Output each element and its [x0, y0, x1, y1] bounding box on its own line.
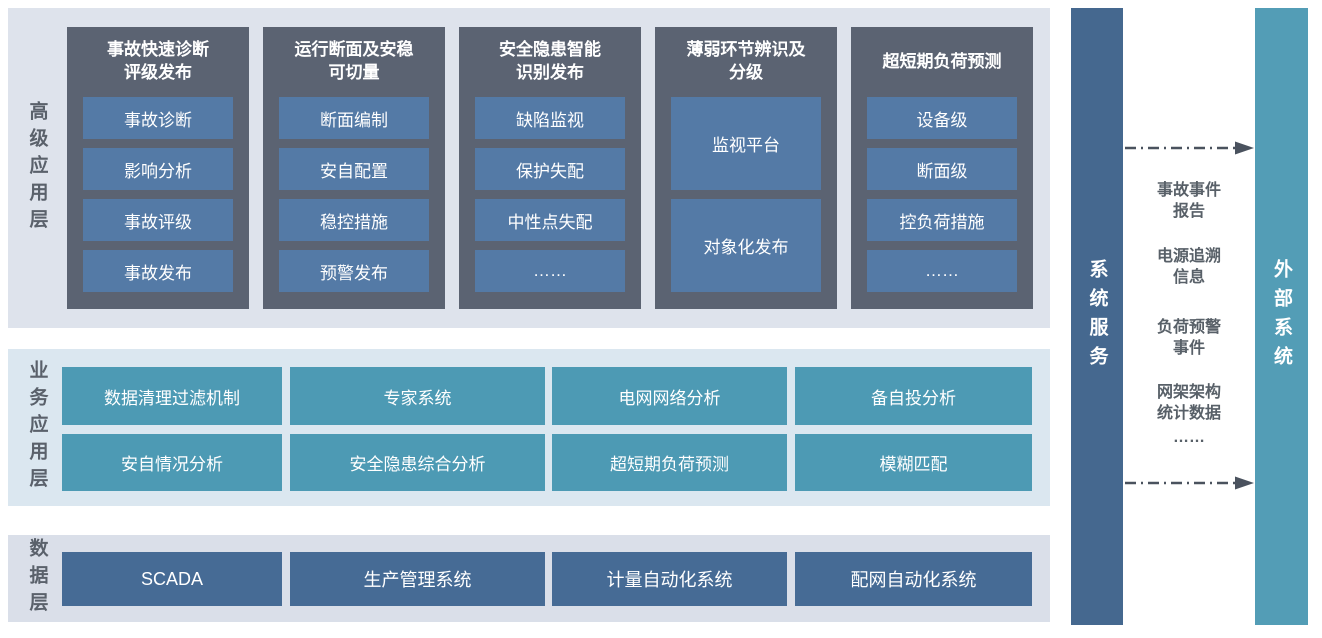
- data-source-item: SCADA: [62, 552, 282, 606]
- advanced-panels: 事故快速诊断 评级发布 事故诊断 影响分析 事故评级 事故发布 运行断面及安稳 …: [67, 27, 1033, 309]
- business-item: 备自投分析: [795, 367, 1032, 425]
- panel-item: 事故评级: [83, 199, 233, 241]
- panel-items: 缺陷监视 保护失配 中性点失配 ……: [459, 97, 641, 309]
- system-service-bar: 系统服务: [1071, 8, 1123, 625]
- panel-item: 控负荷措施: [867, 199, 1017, 241]
- panel-item: 断面编制: [279, 97, 429, 139]
- panel-hidden-danger-identification: 安全隐患智能 识别发布 缺陷监视 保护失配 中性点失配 ……: [459, 27, 641, 309]
- system-service-label: 系统服务: [1086, 258, 1108, 375]
- panel-item: 事故诊断: [83, 97, 233, 139]
- data-source-item: 计量自动化系统: [552, 552, 787, 606]
- business-item: 安自情况分析: [62, 434, 282, 491]
- panel-item: ……: [475, 250, 625, 292]
- exchange-item: 负荷预警事件: [1156, 319, 1221, 357]
- panel-title: 事故快速诊断 评级发布: [107, 40, 209, 82]
- panel-title: 薄弱环节辨识及 分级: [686, 40, 806, 82]
- business-item: 专家系统: [290, 367, 545, 425]
- data-source-item: 生产管理系统: [290, 552, 545, 606]
- panel-item: 安自配置: [279, 148, 429, 190]
- exchange-item-ellipsis: ……: [1173, 429, 1205, 446]
- panel-item: 断面级: [867, 148, 1017, 190]
- exchange-item: 电源追溯信息: [1156, 248, 1221, 286]
- layer-label-advanced: 高级应用层: [26, 100, 48, 236]
- business-item: 模糊匹配: [795, 434, 1032, 491]
- panel-item: 对象化发布: [671, 199, 821, 292]
- panel-item: ……: [867, 250, 1017, 292]
- panel-item: 保护失配: [475, 148, 625, 190]
- exchange-item: 事故事件报告: [1156, 182, 1221, 220]
- exchange-column: 事故事件报告 电源追溯信息 负荷预警事件 网架架构统计数据 ……: [1123, 8, 1255, 625]
- business-item: 安全隐患综合分析: [290, 434, 545, 491]
- panel-items: 设备级 断面级 控负荷措施 ……: [851, 97, 1033, 309]
- panel-item: 影响分析: [83, 148, 233, 190]
- panel-item: 缺陷监视: [475, 97, 625, 139]
- arrow-right-icon: [1125, 476, 1254, 490]
- exchange-item: 网架架构统计数据: [1156, 384, 1221, 422]
- panel-item: 中性点失配: [475, 199, 625, 241]
- panel-item: 稳控措施: [279, 199, 429, 241]
- panel-weak-link-identification: 薄弱环节辨识及 分级 监视平台 对象化发布: [655, 27, 837, 309]
- layer-label-data: 数据层: [26, 538, 48, 619]
- panel-operation-section-stability: 运行断面及安稳 可切量 断面编制 安自配置 稳控措施 预警发布: [263, 27, 445, 309]
- external-system-bar: 外部系统: [1255, 8, 1308, 625]
- business-item: 数据清理过滤机制: [62, 367, 282, 425]
- panel-title: 安全隐患智能 识别发布: [499, 40, 601, 82]
- layer-advanced-application: 高级应用层 事故快速诊断 评级发布 事故诊断 影响分析 事故评级 事故发布 运行…: [8, 8, 1050, 328]
- business-item: 电网网络分析: [552, 367, 787, 425]
- business-item: 超短期负荷预测: [552, 434, 787, 491]
- panel-items: 断面编制 安自配置 稳控措施 预警发布: [263, 97, 445, 309]
- panel-items: 事故诊断 影响分析 事故评级 事故发布: [67, 97, 249, 309]
- layer-data: 数据层 SCADA 生产管理系统 计量自动化系统 配网自动化系统: [8, 535, 1050, 622]
- panel-title: 超短期负荷预测: [882, 51, 1002, 71]
- layer-label-business: 业务应用层: [26, 360, 48, 495]
- panel-item: 预警发布: [279, 250, 429, 292]
- external-system-label: 外部系统: [1271, 258, 1292, 375]
- panel-accident-diagnosis-rating: 事故快速诊断 评级发布 事故诊断 影响分析 事故评级 事故发布: [67, 27, 249, 309]
- arrow-right-icon: [1125, 141, 1254, 155]
- panel-item: 监视平台: [671, 97, 821, 190]
- panel-items: 监视平台 对象化发布: [655, 97, 837, 309]
- panel-item: 设备级: [867, 97, 1017, 139]
- panel-title: 运行断面及安稳 可切量: [294, 40, 414, 82]
- layer-business-application: 业务应用层 数据清理过滤机制 专家系统 电网网络分析 备自投分析 安自情况分析 …: [8, 349, 1050, 506]
- panel-ultra-short-term-load-forecast: 超短期负荷预测 设备级 断面级 控负荷措施 ……: [851, 27, 1033, 309]
- data-source-item: 配网自动化系统: [795, 552, 1032, 606]
- panel-item: 事故发布: [83, 250, 233, 292]
